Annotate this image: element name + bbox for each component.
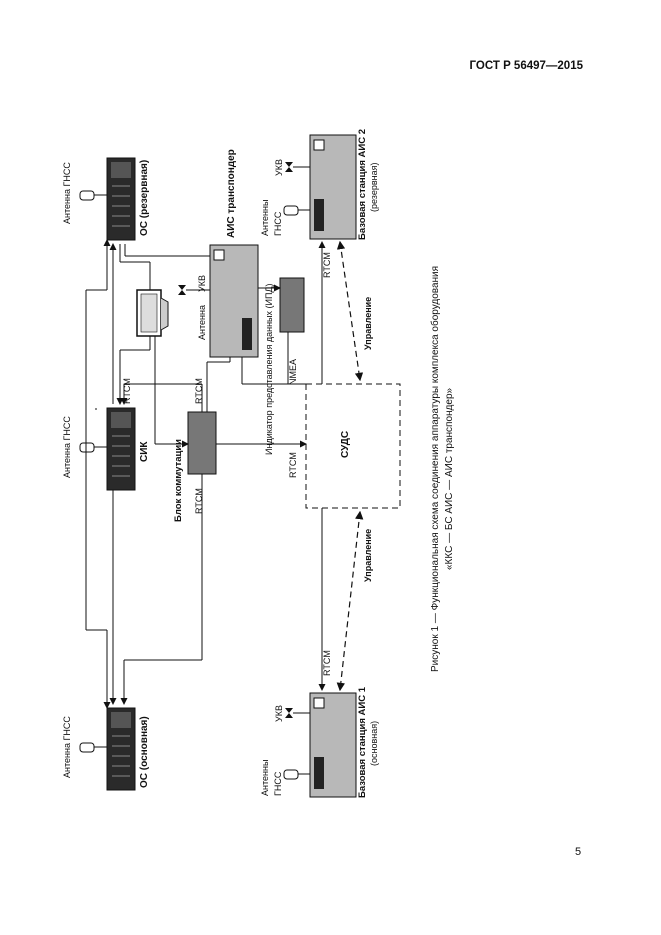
rtcm-label: RTCM: [322, 252, 332, 278]
display-indicator-unit: [279, 277, 305, 333]
base-station-1-ukv: УКВ: [274, 705, 284, 722]
rtcm-label: RTCM: [194, 378, 204, 404]
base-station-2-gnss: ГНСС: [273, 211, 283, 236]
vhf-antenna-icon: [285, 708, 310, 718]
rtcm-label: RTCM: [322, 650, 332, 676]
vhf-antenna-icon: [178, 285, 210, 295]
base-station-1-sub: (основная): [369, 721, 379, 766]
suds-box: [305, 383, 401, 509]
monitor-icon: [136, 289, 169, 337]
base-station-1-antennas: Антенны: [260, 760, 270, 796]
figure-caption-line1: Рисунок 1 — Функциональная схема соедине…: [429, 266, 441, 672]
display-indicator-label: Индикатор представления данных (ИПД): [264, 283, 274, 455]
os-reserve-label: ОС (резервная): [139, 160, 150, 236]
base-station-2-sub: (резервная): [369, 163, 379, 212]
gnss-antenna-icon: [283, 205, 310, 216]
control-label: Управление: [363, 529, 373, 582]
control-label: Управление: [363, 297, 373, 350]
gnss-antenna-icon: [79, 442, 107, 453]
base-station-2-antennas: Антенны: [260, 200, 270, 236]
base-station-1-unit: [309, 692, 357, 798]
sik-antenna-label: Антенна ГНСС: [62, 416, 72, 478]
os-reserve-unit: [106, 157, 136, 241]
base-station-1-gnss: ГНСС: [273, 771, 283, 796]
control-lines: [336, 240, 364, 692]
gnss-antenna-icon: [283, 769, 310, 780]
os-main-unit: [106, 707, 136, 791]
figure-caption-line2: «ККС — БС АИС — АИС транспондер»: [444, 387, 455, 570]
standard-number: ГОСТ Р 56497—2015: [469, 60, 583, 72]
os-reserve-antenna-label: Антенна ГНСС: [62, 162, 72, 224]
sik-label: СИК: [139, 441, 150, 462]
gnss-antenna-icon: [79, 190, 107, 201]
sik-unit: [106, 407, 136, 491]
ais-transponder-unit: [209, 244, 259, 358]
rtcm-label: RTCM: [122, 378, 132, 404]
rtcm-label: RTCM: [194, 488, 204, 514]
suds-label: СУДС: [340, 431, 351, 458]
connection-lines: [85, 239, 326, 709]
switch-unit-label: Блок коммутации: [173, 439, 184, 522]
ais-transponder-ukv-label: УКВ: [197, 275, 207, 292]
switch-unit: [187, 411, 217, 475]
nmea-label: NMEA: [288, 359, 298, 385]
ais-transponder-label: АИС транспондер: [226, 149, 237, 238]
os-main-label: ОС (основная): [139, 716, 150, 788]
base-station-2-label: Базовая станция АИС 2: [357, 129, 368, 240]
base-station-1-label: Базовая станция АИС 1: [357, 686, 368, 798]
base-station-2-ukv: УКВ: [274, 159, 284, 176]
rtcm-label: RTCM: [288, 452, 298, 478]
page-number: 5: [575, 846, 582, 858]
vhf-antenna-icon: [285, 162, 310, 172]
gnss-antenna-icon: [79, 742, 107, 753]
base-station-2-unit: [309, 134, 357, 240]
ais-transponder-antenna-label: Антенна: [197, 305, 207, 340]
os-main-antenna-label: Антенна ГНСС: [62, 716, 72, 778]
